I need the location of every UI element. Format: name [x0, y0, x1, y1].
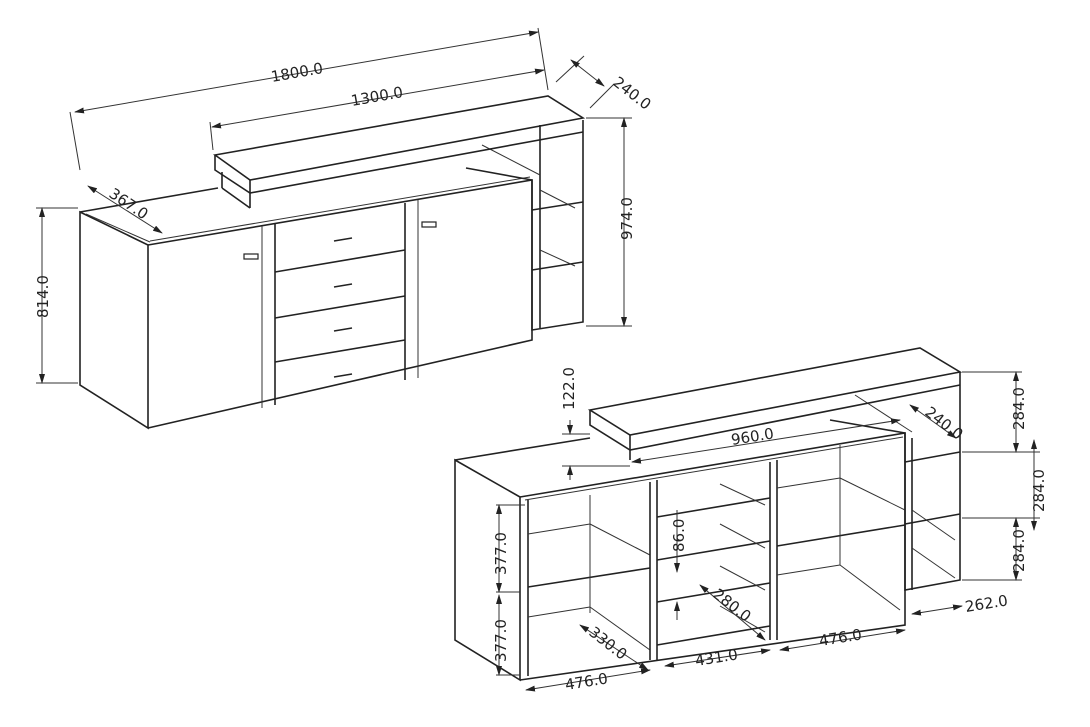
dim-total-height: 974.0 [618, 197, 636, 240]
door-handle-left [243, 253, 259, 260]
drawer-handle [333, 327, 353, 332]
sideboard-front-view [79, 95, 586, 430]
dim-inner-depth: 330.0 [586, 623, 631, 664]
dim-body-height: 814.0 [34, 275, 52, 318]
top-dimension-lines [36, 27, 632, 384]
dim-drawer-gap: 86.0 [670, 519, 688, 552]
dim-body-depth: 367.0 [106, 184, 152, 223]
dim-left-lower: 377.0 [492, 619, 510, 662]
dim-side-unit-depth: 262.0 [964, 591, 1009, 615]
dim-right-shelf-2: 284.0 [1030, 469, 1048, 512]
dim-top-shelf-height: 122.0 [560, 367, 578, 410]
dim-left-upper: 377.0 [492, 532, 510, 575]
drawer-handle [333, 373, 353, 378]
dim-right-width: 476.0 [818, 625, 863, 649]
dim-shelf-depth: 240.0 [610, 73, 655, 114]
dim-right-shelf-3: 284.0 [1010, 529, 1028, 572]
dim-drawer-depth: 280.0 [710, 585, 755, 626]
drawer-handle [333, 237, 353, 242]
bottom-dimension-lines [496, 371, 1040, 692]
top-dimension-labels: 1800.0 1300.0 240.0 367.0 974.0 814.0 [34, 59, 654, 318]
drawer-handle [333, 283, 353, 288]
sideboard-open-view [454, 347, 963, 682]
dim-right-shelf-1: 284.0 [1010, 387, 1028, 430]
door-handle-right [421, 221, 437, 228]
dim-top-shelf-length: 1300.0 [350, 83, 405, 110]
dim-top-shelf-width: 960.0 [730, 424, 775, 448]
dim-overall-length: 1800.0 [270, 59, 325, 86]
dim-middle-width: 431.0 [694, 645, 739, 669]
